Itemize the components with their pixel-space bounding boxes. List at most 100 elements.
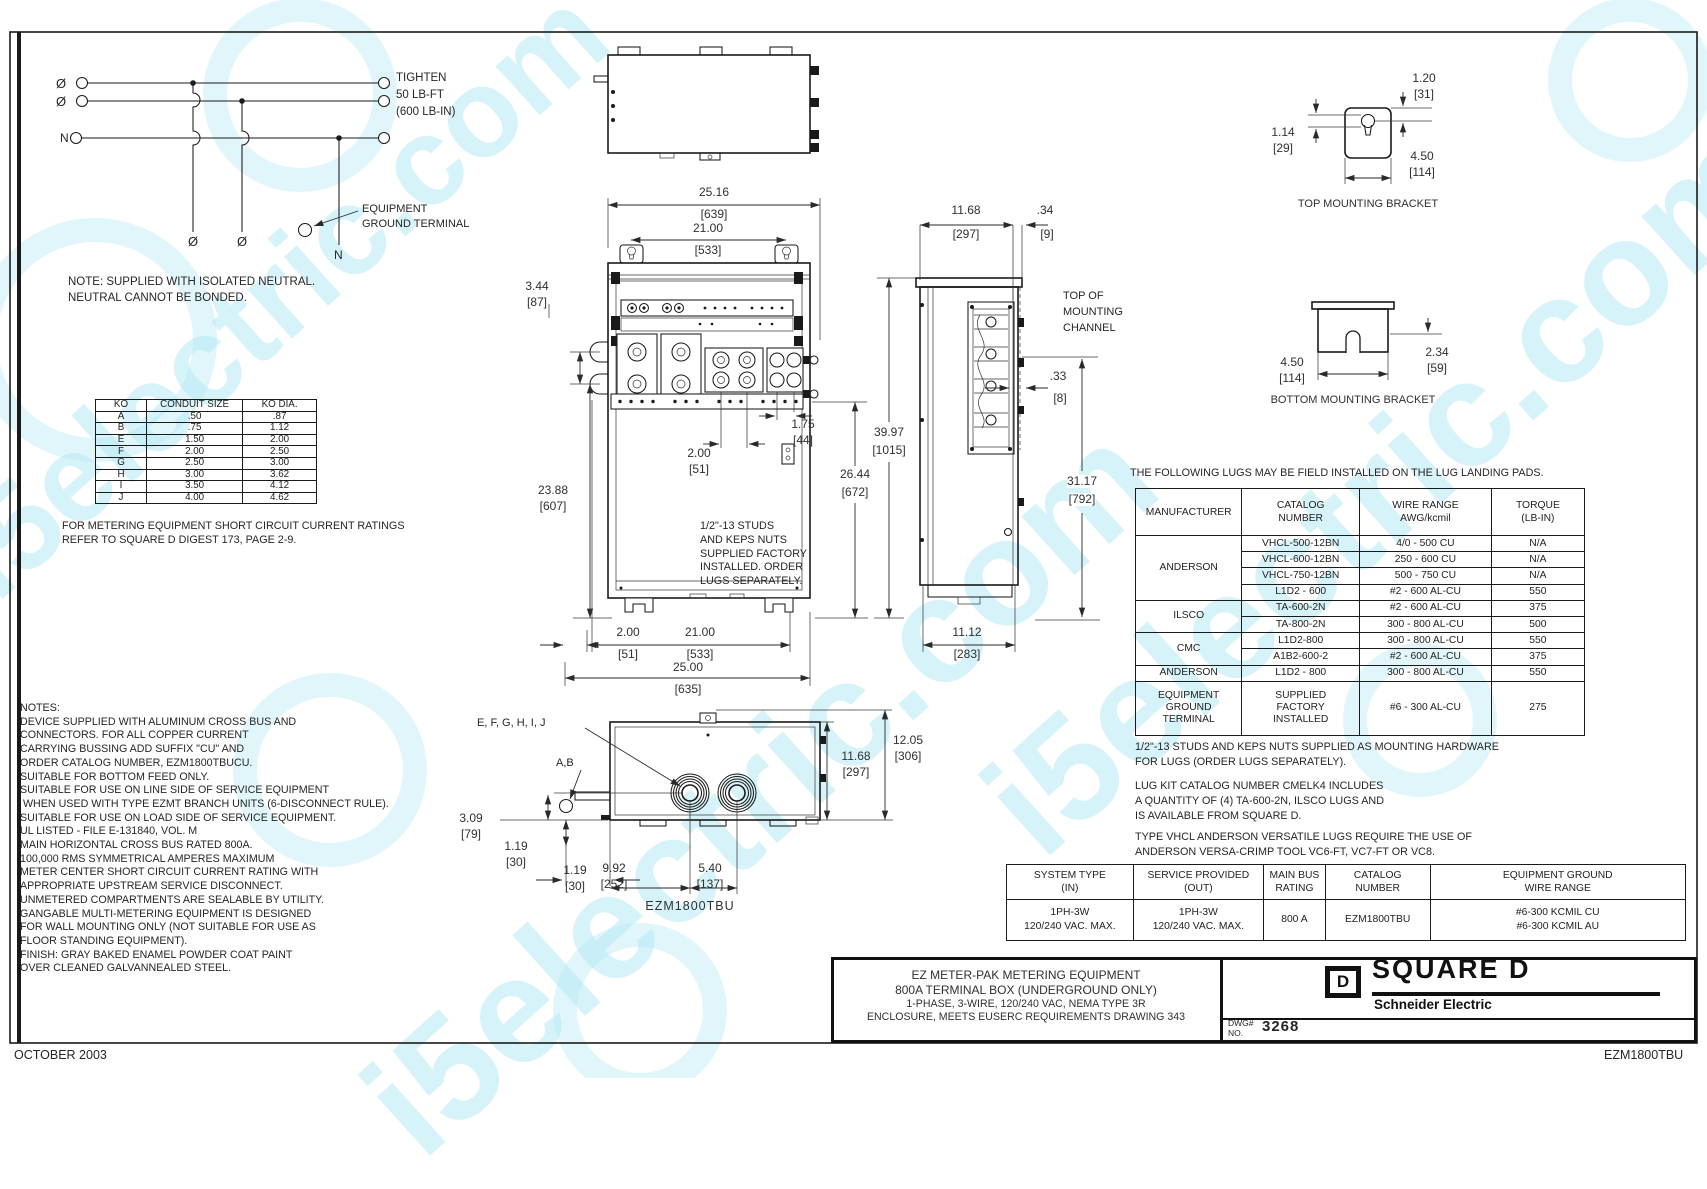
dim-inch: 4.50 xyxy=(1410,149,1434,163)
table-row: ILSCO TA-600-2N #2 - 600 AL-CU 375 xyxy=(1134,599,1586,634)
lug-cell: 550 xyxy=(1490,632,1586,650)
ko-cell: 3.50 xyxy=(146,480,244,493)
spec-header: CATALOG NUMBER xyxy=(1324,864,1431,900)
lug-cell: A1B2-600-2 xyxy=(1241,648,1361,666)
dim-inch: .34 xyxy=(1036,203,1054,217)
table-row: CMC L1D2-800 300 - 800 AL-CU 550 xyxy=(1134,632,1586,666)
dim-mm: [30] xyxy=(564,879,586,893)
dim-inch: 2.00 xyxy=(616,625,640,639)
lug-header: TORQUE (LB-IN) xyxy=(1490,488,1586,536)
brand-subtitle: Schneider Electric xyxy=(1374,997,1492,1012)
dim-inch: 1.19 xyxy=(504,839,528,853)
lug-cell: 550 xyxy=(1490,664,1586,682)
lug-cell: 275 xyxy=(1490,680,1586,736)
lug-cell: 250 - 600 CU xyxy=(1359,551,1492,569)
lug-cell: 300 - 800 AL-CU xyxy=(1359,664,1492,682)
lug-cell: VHCL-500-12BN xyxy=(1241,534,1361,553)
dim-inch: 4.50 xyxy=(1280,355,1304,369)
dim-inch: 9.92 xyxy=(602,861,626,875)
dim-inch: 12.05 xyxy=(892,733,924,747)
lug-header: MANUFACTURER xyxy=(1134,488,1243,536)
lug-cell: VHCL-600-12BN xyxy=(1241,551,1361,569)
ko-cell: .75 xyxy=(146,422,244,435)
phase-a-label: Ø xyxy=(56,76,67,91)
title-block xyxy=(831,957,1697,1043)
dim-inch: 2.00 xyxy=(687,446,711,460)
ko-cell: 1.12 xyxy=(242,422,317,435)
dim-mm: [51] xyxy=(688,462,710,476)
isolated-neutral-note: NOTE: SUPPLIED WITH ISOLATED NEUTRAL. NE… xyxy=(68,276,316,304)
dim-mm: [51] xyxy=(617,647,639,661)
lug-note-2: LUG KIT CATALOG NUMBER CMELK4 INCLUDES A… xyxy=(1135,780,1384,822)
dwg-number: 3268 xyxy=(1262,1018,1300,1035)
ko-cell: 4.00 xyxy=(146,491,244,505)
lug-cell: VHCL-750-12BN xyxy=(1241,567,1361,585)
dim-inch: 23.88 xyxy=(537,483,569,497)
ko-cell: B xyxy=(94,422,148,435)
dim-mm: [639] xyxy=(700,207,728,221)
top-bracket-label: TOP MOUNTING BRACKET xyxy=(1297,198,1439,210)
spec-cell: 1PH-3W 120/240 VAC. MAX. xyxy=(1006,899,1134,941)
dim-mm: [792] xyxy=(1068,492,1096,506)
dim-mm: [533] xyxy=(686,647,714,661)
lug-header: WIRE RANGE AWG/kcmil xyxy=(1359,488,1492,536)
ko-header: CONDUIT SIZE xyxy=(146,399,244,412)
title-sub: 1-PHASE, 3-WIRE, 120/240 VAC, NEMA TYPE … xyxy=(866,998,1186,1023)
dim-mm: [607] xyxy=(539,499,567,513)
lug-manufacturer: ANDERSON xyxy=(1134,664,1243,682)
ko-cell: E xyxy=(94,433,148,447)
dim-mm: [672] xyxy=(841,485,869,499)
lug-cell: N/A xyxy=(1490,567,1586,585)
side-view xyxy=(915,277,1024,605)
dim-inch: 1.75 xyxy=(791,417,815,431)
lug-table: MANUFACTURER CATALOG NUMBER WIRE RANGE A… xyxy=(1134,488,1586,736)
dim-mm: [1015] xyxy=(872,443,906,457)
dim-inch: 39.97 xyxy=(873,425,905,439)
spec-cell: #6-300 KCMIL CU #6-300 KCMIL AU xyxy=(1429,899,1686,941)
dim-inch: 3.09 xyxy=(459,811,483,825)
top-bracket xyxy=(1344,107,1392,159)
dwg-label: DWG# NO. xyxy=(1228,1018,1254,1038)
ko-cell: F xyxy=(94,445,148,458)
ko-cell: .50 xyxy=(146,410,244,424)
lug-cell: 500 xyxy=(1490,615,1586,634)
ko-cell: 2.00 xyxy=(242,433,317,447)
table-row: VHCL-750-12BN 500 - 750 CU N/A xyxy=(1136,567,1586,585)
footer-issue-date: OCTOBER 2003 xyxy=(14,1048,107,1062)
lug-cell: N/A xyxy=(1490,534,1586,553)
lug-cell: 4/0 - 500 CU xyxy=(1359,534,1492,553)
dim-inch: 25.16 xyxy=(698,185,730,199)
lug-note-3: TYPE VHCL ANDERSON VERSATILE LUGS REQUIR… xyxy=(1135,831,1472,858)
dim-mm: [137] xyxy=(696,877,724,891)
table-row: VHCL-600-12BN 250 - 600 CU N/A xyxy=(1136,551,1586,569)
table-row: TA-800-2N 300 - 800 AL-CU 500 xyxy=(1136,615,1586,634)
dim-inch: 1.19 xyxy=(563,863,587,877)
side-channel-label: TOP OF MOUNTING CHANNEL xyxy=(1063,290,1123,334)
tap-a-label: Ø xyxy=(188,234,199,249)
dim-mm: [297] xyxy=(952,227,980,241)
spec-cell: 800 A xyxy=(1263,899,1326,941)
bottom-callout-ab: A,B xyxy=(556,757,574,769)
dim-inch: 11.68 xyxy=(951,203,981,217)
ko-cell: 2.50 xyxy=(146,456,244,470)
ground-terminal-label: EQUIPMENT GROUND TERMINAL xyxy=(362,203,470,230)
dim-mm: [306] xyxy=(894,749,922,763)
spec-header: MAIN BUS RATING xyxy=(1263,864,1326,900)
schematic-linework xyxy=(69,76,391,245)
bottom-view-name: EZM1800TBU xyxy=(645,899,735,913)
brand-underline xyxy=(1372,992,1660,996)
phase-b-label: Ø xyxy=(56,94,67,109)
lug-cell: TA-600-2N xyxy=(1241,599,1361,617)
ko-cell: 2.50 xyxy=(242,445,317,458)
ko-footnote: FOR METERING EQUIPMENT SHORT CIRCUIT CUR… xyxy=(62,520,405,546)
lug-cell: #2 - 600 AL-CU xyxy=(1359,648,1492,666)
dim-inch: 5.40 xyxy=(698,861,722,875)
dim-inch: 1.20 xyxy=(1412,71,1436,85)
lug-cell: N/A xyxy=(1490,551,1586,569)
spec-cell: EZM1800TBU xyxy=(1324,899,1431,941)
dim-inch: 3.44 xyxy=(525,279,549,293)
